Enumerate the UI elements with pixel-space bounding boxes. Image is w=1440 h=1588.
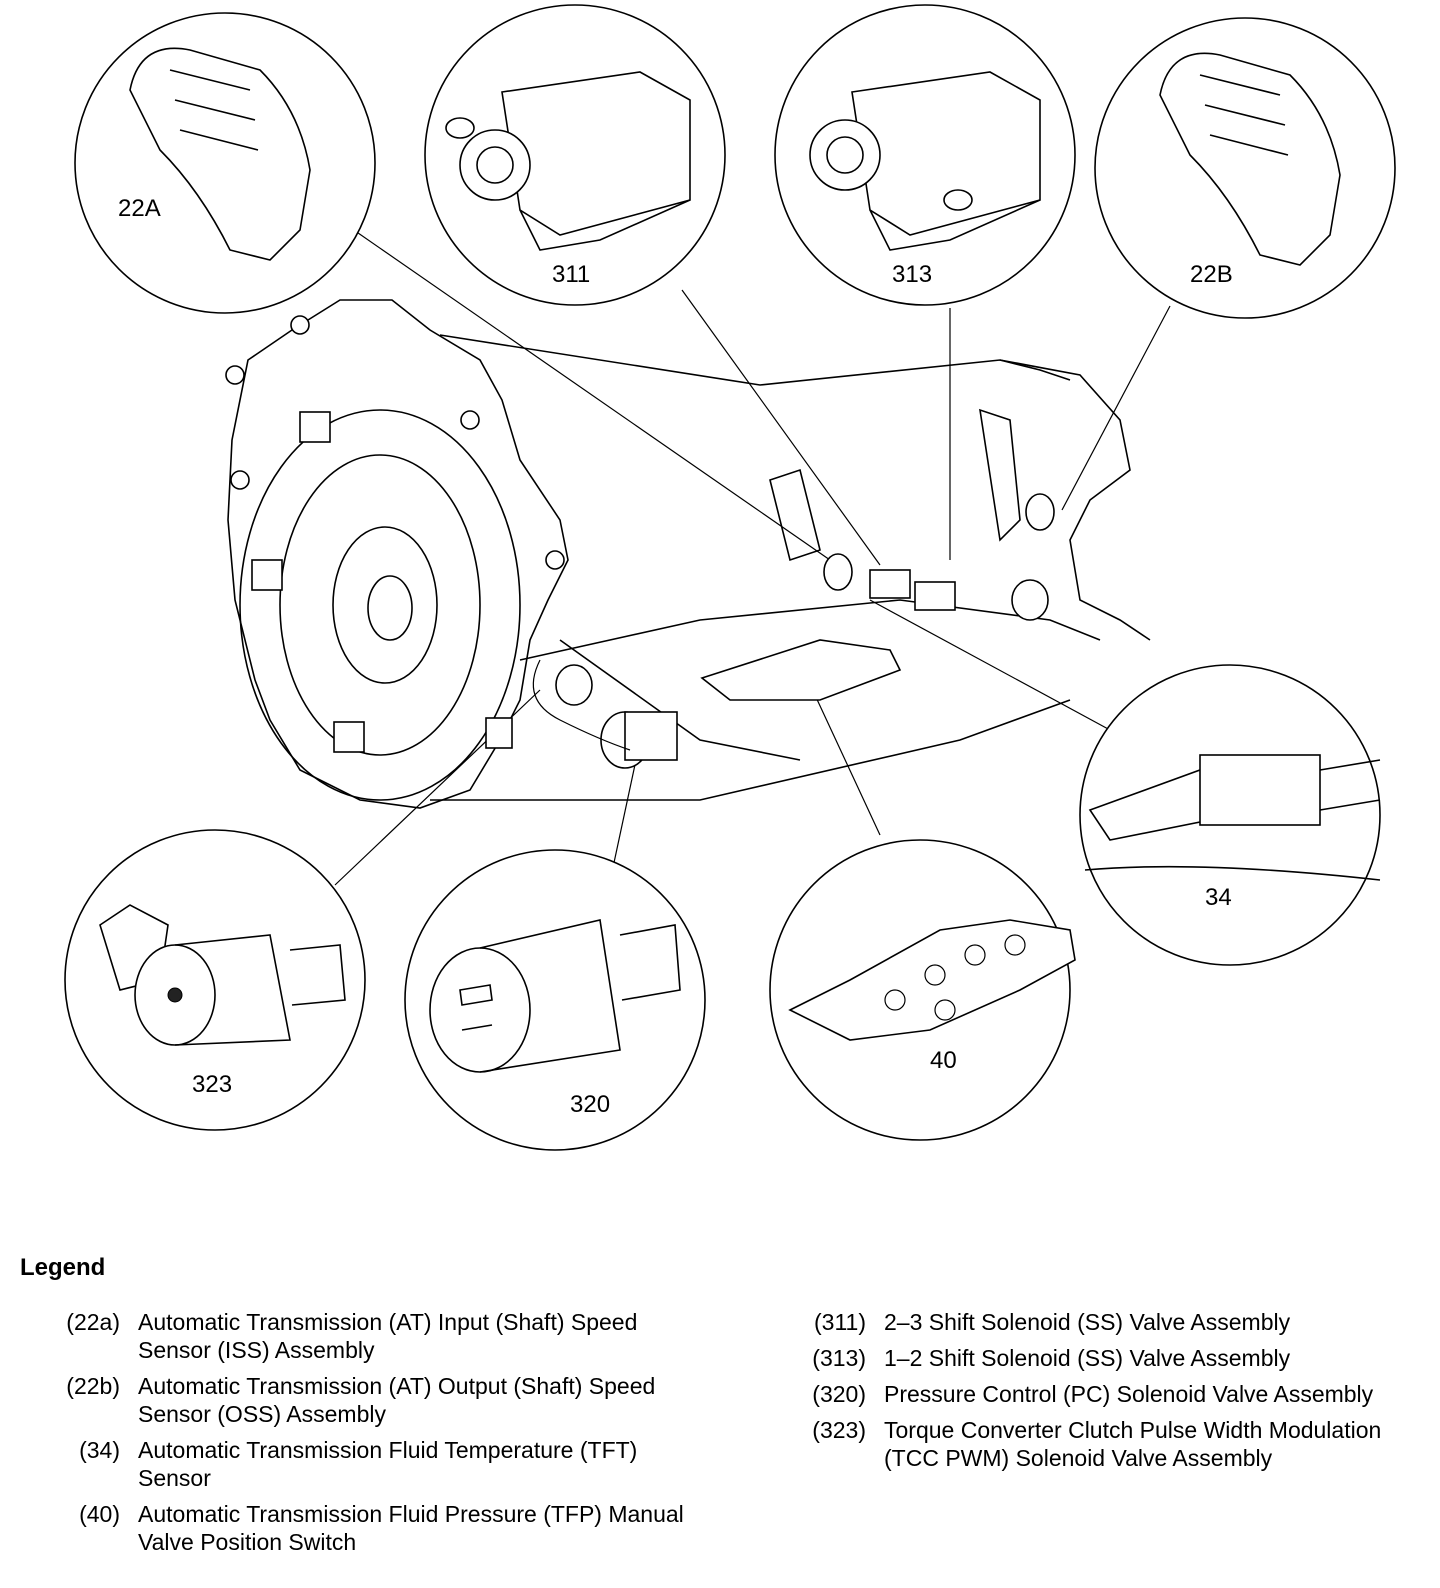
legend-code: (323) [812,1417,866,1443]
callout-label-22b: 22B [1190,261,1233,288]
legend-code: (40) [79,1501,120,1527]
legend-description: Pressure Control (PC) Solenoid Valve Ass… [884,1381,1374,1407]
callout-label-323: 323 [192,1071,232,1098]
legend-description: Automatic Transmission Fluid Temperature… [138,1437,638,1491]
legend-code: (22a) [66,1309,120,1335]
callout-label-22a: 22A [118,195,161,222]
callout-22a: 22A [74,12,376,314]
legend-item: (34) Automatic Transmission Fluid Temper… [46,1436,686,1492]
callout-label-40: 40 [930,1047,957,1074]
legend-code: (313) [812,1345,866,1371]
legend-item: (323) Torque Converter Clutch Pulse Widt… [792,1416,1412,1472]
callout-34: 34 [1079,664,1381,966]
callout-313: 313 [774,4,1076,306]
callout-label-311: 311 [552,261,590,288]
transmission-diagram: 22A 311 313 22B 34 [64,4,1396,1151]
legend-code: (320) [812,1381,866,1407]
callout-22b: 22B [1094,17,1396,319]
legend-code: (34) [79,1437,120,1463]
legend-item: (40) Automatic Transmission Fluid Pressu… [46,1500,686,1556]
legend-right-column: (311) 2–3 Shift Solenoid (SS) Valve Asse… [792,1308,1412,1480]
legend-description: Automatic Transmission Fluid Pressure (T… [138,1501,684,1555]
leader-lines [334,225,1171,886]
legend-description: Automatic Transmission (AT) Input (Shaft… [138,1309,638,1363]
legend-description: 2–3 Shift Solenoid (SS) Valve Assembly [884,1309,1291,1335]
legend-item: (22a) Automatic Transmission (AT) Input … [46,1308,686,1364]
legend-item: (22b) Automatic Transmission (AT) Output… [46,1372,686,1428]
legend-item: (313) 1–2 Shift Solenoid (SS) Valve Asse… [792,1344,1412,1372]
callout-label-313: 313 [892,261,932,288]
callout-320: 320 [404,849,706,1151]
legend-code: (22b) [66,1373,120,1399]
legend-description: 1–2 Shift Solenoid (SS) Valve Assembly [884,1345,1291,1371]
callout-label-34: 34 [1205,884,1232,911]
callout-323: 323 [64,829,366,1131]
callout-label-320: 320 [570,1091,610,1118]
legend-item: (311) 2–3 Shift Solenoid (SS) Valve Asse… [792,1308,1412,1336]
legend-left-column: (22a) Automatic Transmission (AT) Input … [46,1308,686,1564]
legend-description: Torque Converter Clutch Pulse Width Modu… [884,1417,1382,1471]
callout-311: 311 [424,4,726,306]
callout-40: 40 [769,839,1076,1141]
transmission-assembly [225,299,1151,809]
legend-item: (320) Pressure Control (PC) Solenoid Val… [792,1380,1412,1408]
legend-description: Automatic Transmission (AT) Output (Shaf… [138,1373,656,1427]
legend-title: Legend [20,1254,106,1281]
legend-code: (311) [814,1309,866,1335]
